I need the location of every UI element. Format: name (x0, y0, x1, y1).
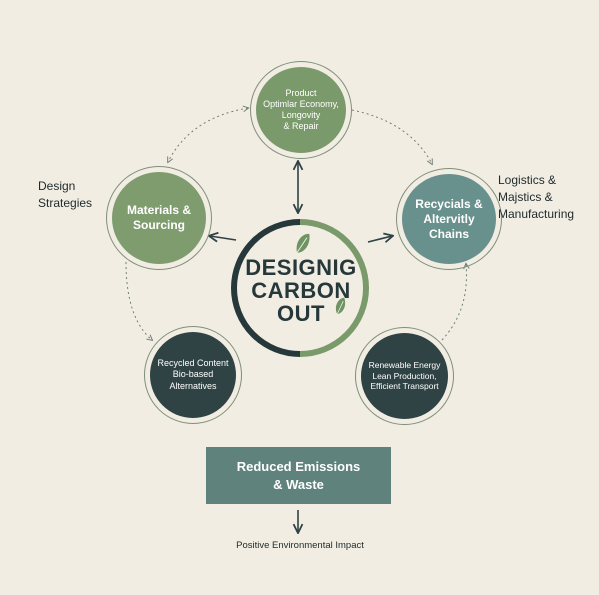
ring-bottom-right (355, 327, 454, 425)
leaf-icon (296, 233, 310, 253)
node-product-economy-label: Product Optimlar Economy, Longovity & Re… (263, 87, 339, 132)
arrow-center-to-right (367, 236, 392, 242)
dashed-arc-top-left (168, 108, 248, 162)
dashed-arc-top-right (351, 109, 432, 164)
center-ring-green (299, 219, 369, 357)
center-circle-fill (236, 224, 364, 352)
node-materials-sourcing-label: Materials & Sourcing (126, 203, 192, 232)
node-product-economy: Product Optimlar Economy, Longovity & Re… (256, 67, 346, 153)
node-materials-sourcing: Materials & Sourcing (112, 172, 206, 264)
label-design-strategies: Design Strategies (38, 179, 93, 210)
center-ring-dark (231, 219, 301, 357)
center-title: DESIGNIG CARBON OUT (245, 255, 357, 327)
ring-left (106, 166, 212, 270)
label-logistics-manufacturing: Logistics & Majstics & Manufacturing (498, 173, 575, 221)
result-box: Reduced Emissions & Waste (206, 447, 391, 504)
ring-bottom-left (144, 326, 242, 424)
arrow-center-to-left (210, 236, 237, 240)
dashed-arc-bottom-right (441, 264, 467, 341)
dashed-arc-left-bottom (125, 261, 152, 340)
node-recycled-content: Recycled Content Bio-based Alternatives (150, 332, 236, 418)
node-recycling-chains: Recycials & Altervitly Chains (402, 174, 496, 264)
ring-right (396, 168, 502, 270)
leaf-icon-small (335, 297, 346, 315)
footer-impact-text: Positive Environmental Impact (236, 540, 364, 551)
ring-top (250, 61, 352, 159)
node-recycling-chains-label: Recycials & Altervitly Chains (415, 196, 483, 241)
node-renewable-energy-label: Renewable Energy Lean Production, Effici… (368, 360, 441, 392)
node-renewable-energy: Renewable Energy Lean Production, Effici… (361, 333, 448, 419)
node-recycled-content-label: Recycled Content Bio-based Alternatives (157, 358, 229, 391)
